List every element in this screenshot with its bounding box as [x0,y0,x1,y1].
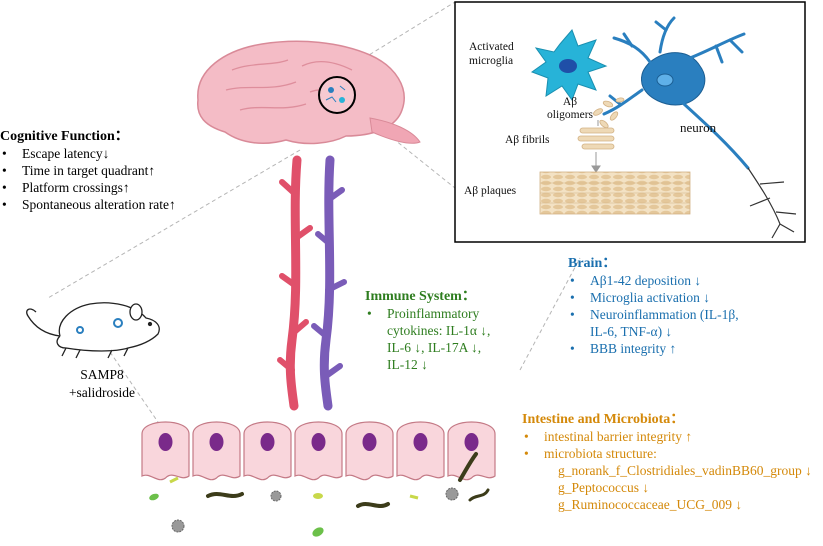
immune-item-line: Proinflammatory [387,306,480,321]
villus-nucleus [464,433,479,451]
inset-label-plaques: Aβ plaques [464,185,517,197]
brain-item-line: Microglia activation ↓ [590,290,710,305]
neuron-cell [602,16,797,239]
brain-item: Microglia activation ↓ [568,289,739,306]
intestine-item-line: g_norank_f_Clostridiales_vadinBB60_group… [558,463,812,478]
cognitive-title: Cognitive Function： [0,129,129,144]
villus-nucleus [362,433,377,451]
brain-illustration [197,40,421,145]
cognitive-item: Platform crossings↑ [0,179,176,196]
brain-item-line: Neuroinflammation (IL-1β, [590,307,739,322]
brain-title: Brain： [568,256,617,271]
microbiota [149,452,490,537]
intestine-item-line: g_Ruminococcaceae_UCG_009 ↓ [558,497,743,512]
abeta-oligomers [593,97,625,129]
immune-item-line: IL-6 ↓, IL-17A ↓, [387,340,482,355]
inset-label-activated-microglia: Activated microglia [469,40,514,68]
intestine-item: intestinal barrier integrity ↑ [522,428,812,445]
intestine-villi [141,421,496,481]
mouse-label: SAMP8 +salidroside [62,366,142,402]
immune-panel: Immune System： Proinflammatory cytokines:… [365,285,490,373]
mouse-label-line1: SAMP8 [80,367,124,382]
brain-list: Aβ1-42 deposition ↓ Microglia activation … [568,272,739,357]
inset-label-activated: Activated [469,41,514,53]
intestine-item-line: g_Peptococcus ↓ [558,480,650,495]
intestine-list: intestinal barrier integrity ↑microbiota… [522,428,812,513]
inset-label-neuron: neuron [680,120,717,135]
purple-blood-vessel [311,155,347,411]
cognitive-item: Spontaneous alteration rate↑ [0,196,176,213]
intestine-item-line: intestinal barrier integrity ↑ [544,429,693,444]
immune-item-line: IL-12 ↓ [387,357,428,372]
brain-item-line: Aβ1-42 deposition ↓ [590,273,702,288]
brain-item-line: BBB integrity ↑ [590,341,677,356]
intestine-item-line: microbiota structure: [544,446,657,461]
brain-item: BBB integrity ↑ [568,340,739,357]
brain-panel: Brain： Aβ1-42 deposition ↓ Microglia acti… [568,252,739,357]
immune-item: Proinflammatory cytokines: IL-1α ↓, IL-6 ↓… [365,305,490,373]
brain-item-line: IL-6, TNF-α) ↓ [590,324,673,339]
abeta-plaques [539,171,691,215]
villus-nucleus [209,433,224,451]
cognitive-item-line: Spontaneous alteration rate↑ [22,197,176,212]
cognitive-item-line: Platform crossings↑ [22,180,130,195]
cognitive-panel: Cognitive Function： Escape latency↓ Time … [0,125,176,213]
inset-label-abeta: Aβ [562,96,578,108]
red-blood-vessel [277,155,313,411]
mouse-illustration [26,302,160,359]
intestine-title: Intestine and Microbiota： [522,412,685,427]
immune-item-line: cytokines: IL-1α ↓, [387,323,491,338]
cognitive-item-line: Escape latency↓ [22,146,110,161]
immune-title: Immune System： [365,289,476,304]
villus-nucleus [311,433,326,451]
intestine-panel: Intestine and Microbiota： intestinal bar… [522,408,812,513]
cognitive-list: Escape latency↓ Time in target quadrant↑ P… [0,145,176,213]
inset-label-oligomers-word: oligomers [547,109,593,121]
brain-item: Aβ1-42 deposition ↓ [568,272,739,289]
microglia-cell [530,29,608,102]
abeta-fibrils [577,127,615,150]
inset-label-microglia: microglia [469,55,514,67]
villus-nucleus [260,433,275,451]
cognitive-item: Time in target quadrant↑ [0,162,176,179]
intestine-item: microbiota structure: g_norank_f_Clostrid… [522,445,812,513]
immune-list: Proinflammatory cytokines: IL-1α ↓, IL-6 ↓… [365,305,490,373]
villus-nucleus [158,433,173,451]
inset-label-fibrils: Aβ fibrils [505,134,550,146]
cognitive-item-line: Time in target quadrant↑ [22,163,156,178]
inset-label-oligomers: Aβ oligomers [547,96,593,122]
brain-item: Neuroinflammation (IL-1β, IL-6, TNF-α) ↓ [568,306,739,340]
mouse-label-line2: +salidroside [68,385,136,400]
villus-nucleus [413,433,428,451]
cognitive-item: Escape latency↓ [0,145,176,162]
